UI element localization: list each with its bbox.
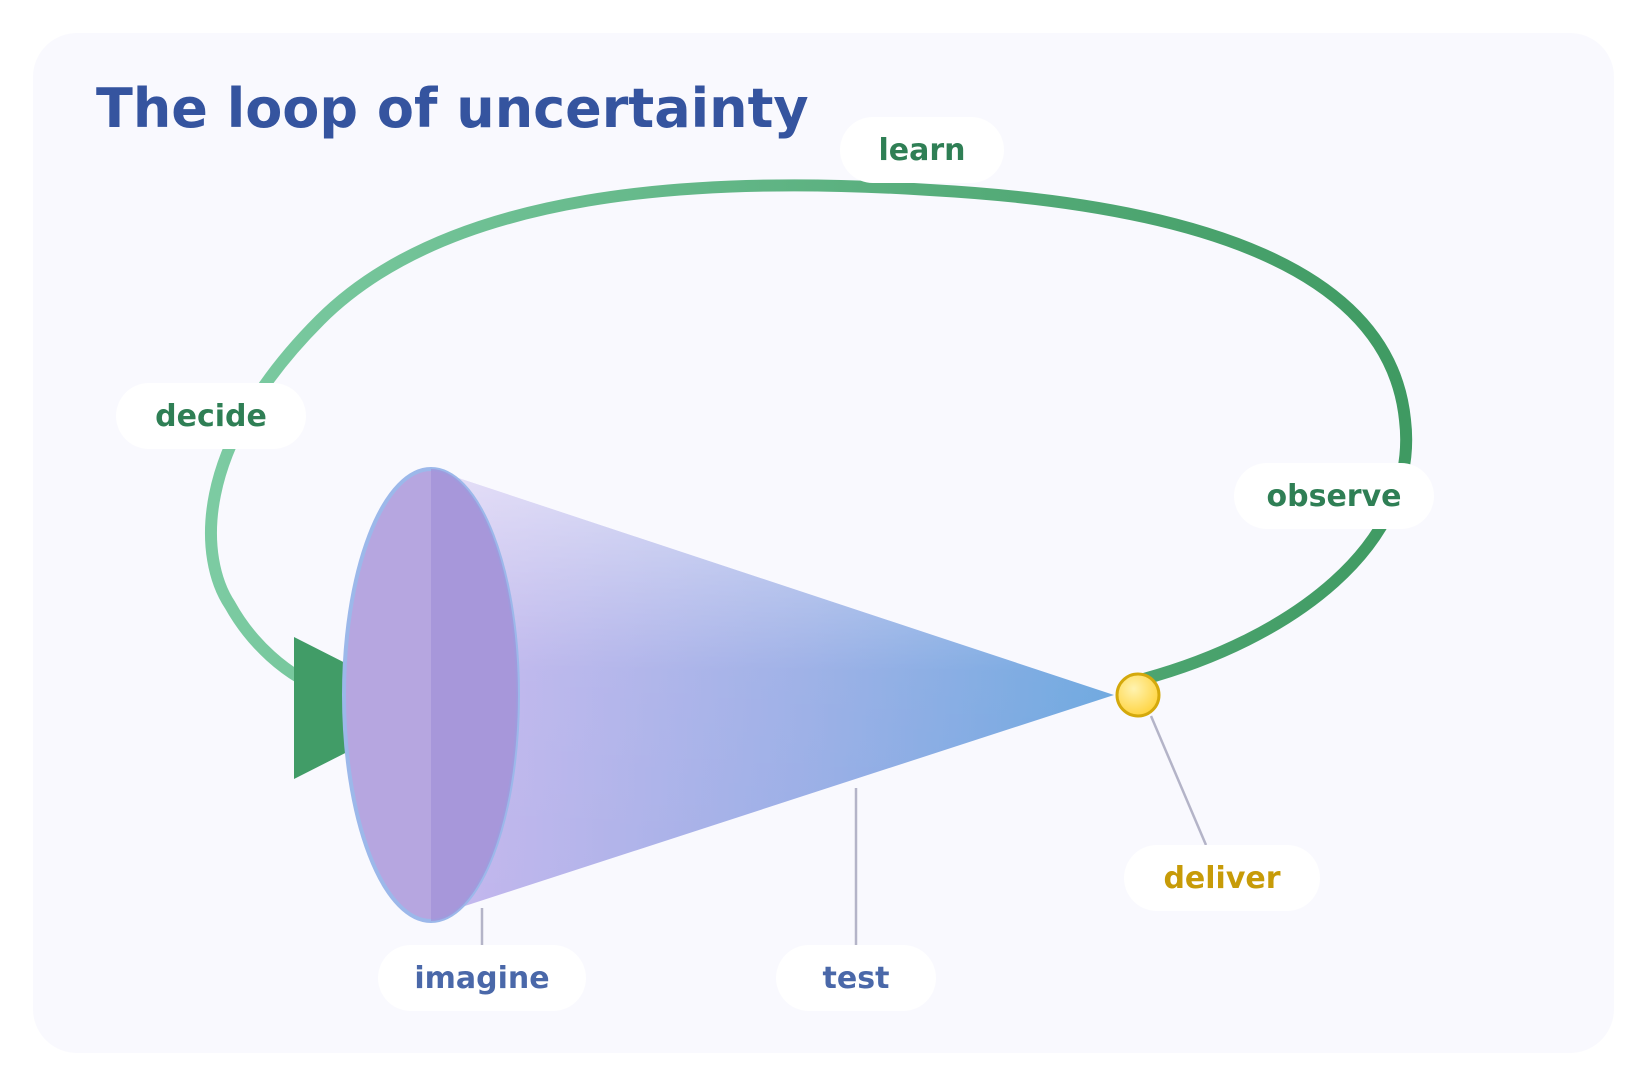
label-learn: learn bbox=[840, 117, 1004, 183]
cone-body-shade bbox=[431, 469, 1114, 917]
label-test: test bbox=[776, 945, 936, 1011]
label-observe: observe bbox=[1234, 463, 1434, 529]
cone-base-shadow bbox=[431, 469, 518, 921]
deliver-leader bbox=[1149, 715, 1208, 846]
uncertainty-cone bbox=[342, 467, 1114, 923]
diagram-title: The loop of uncertainty bbox=[96, 77, 809, 140]
circle-point-icon bbox=[1115, 672, 1161, 718]
label-decide: decide bbox=[116, 383, 306, 449]
label-imagine: imagine bbox=[378, 945, 586, 1011]
label-deliver: deliver bbox=[1124, 845, 1320, 911]
diagram-card bbox=[33, 33, 1614, 1053]
